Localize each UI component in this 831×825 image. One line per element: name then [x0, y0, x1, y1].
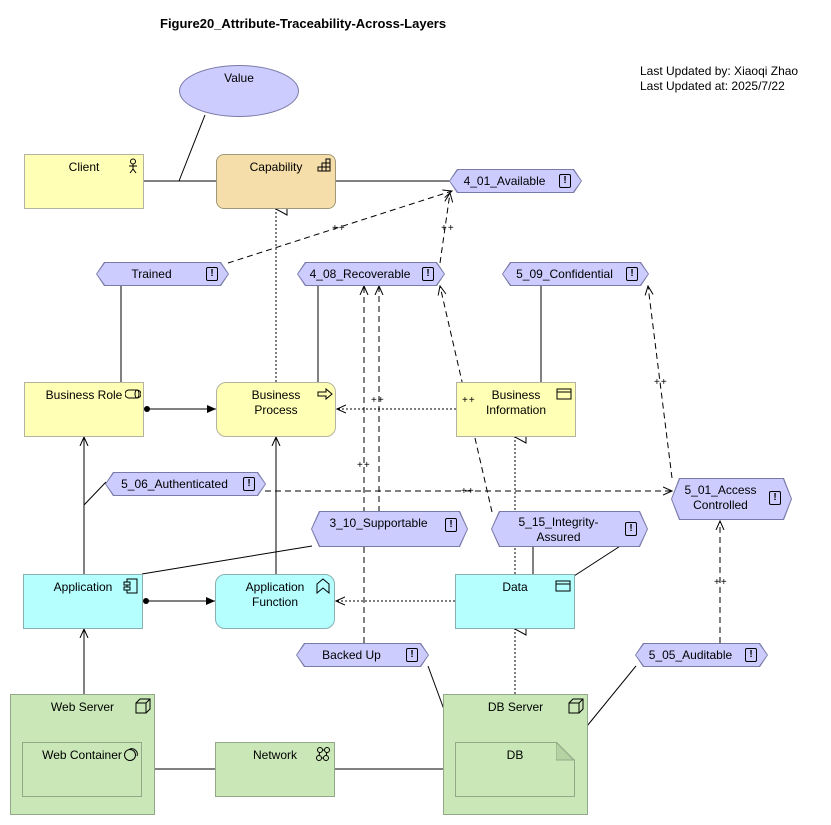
business-information-label-2: Information	[485, 403, 547, 417]
application-function-label-2: Function	[251, 595, 299, 609]
artifact-fold-icon	[556, 742, 575, 761]
requirement-supportable-label: 3_10_Supportable	[329, 516, 428, 530]
requirement-available-label: 4_01_Available	[463, 174, 546, 188]
client-label: Client	[68, 160, 100, 174]
requirement-icon: !	[745, 648, 757, 662]
network-icon	[315, 746, 331, 762]
association-lines	[83, 114, 646, 770]
web-container-label: Web Container	[42, 748, 122, 762]
data-label: Data	[502, 580, 528, 594]
requirement-confidential[interactable]: 5_09_Confidential !	[503, 263, 648, 285]
component-icon	[123, 578, 139, 594]
assoc-authenticated-app	[83, 481, 107, 506]
requirement-authenticated[interactable]: 5_06_Authenticated !	[106, 473, 265, 495]
diagram-title: Figure20_Attribute-Traceability-Across-L…	[160, 16, 447, 31]
influence-label: ++	[332, 223, 346, 234]
requirement-authenticated-label: 5_06_Authenticated	[121, 477, 228, 491]
requirement-icon: !	[206, 267, 218, 281]
process-arrow-icon	[317, 386, 333, 402]
business-information[interactable]: Business Information	[456, 382, 576, 437]
business-object-icon	[556, 386, 572, 402]
business-role[interactable]: Business Role	[24, 382, 144, 437]
influence-recoverable-available	[439, 193, 450, 264]
influence-label: ++	[462, 395, 476, 406]
business-process-label-2: Process	[254, 403, 298, 417]
requirement-confidential-label: 5_09_Confidential	[516, 267, 613, 281]
value-element[interactable]: Value	[179, 65, 299, 117]
application-function-label-1: Application	[245, 580, 305, 594]
db-artifact[interactable]: DB	[455, 742, 575, 797]
requirement-auditable-label: 5_05_Auditable	[648, 648, 733, 662]
data-object-icon	[555, 578, 571, 594]
network-label: Network	[252, 748, 297, 762]
db-server-label: DB Server	[487, 700, 544, 714]
business-process[interactable]: Business Process	[216, 382, 336, 437]
requirement-icon: !	[626, 267, 638, 281]
actor-icon	[125, 158, 141, 174]
function-icon	[315, 578, 331, 594]
business-process-label-1: Business	[251, 388, 301, 402]
requirement-backed-up[interactable]: Backed Up !	[297, 644, 428, 666]
requirement-icon: !	[559, 174, 571, 188]
requirement-integrity-assured[interactable]: 5_15_Integrity- Assured !	[492, 512, 647, 546]
access-lines	[336, 409, 456, 601]
requirement-access-controlled-label-2: Controlled	[693, 498, 748, 512]
requirement-supportable[interactable]: 3_10_Supportable !	[312, 512, 467, 546]
value-label: Value	[224, 71, 254, 85]
client-actor[interactable]: Client	[24, 154, 144, 209]
last-updated-by: Last Updated by: Xiaoqi Zhao	[640, 64, 799, 78]
realization-lines	[276, 209, 515, 694]
assoc-value-client	[178, 114, 206, 182]
application-label: Application	[53, 580, 113, 594]
node-icon	[135, 698, 151, 714]
db-label: DB	[506, 748, 524, 762]
data-object[interactable]: Data	[455, 574, 575, 629]
influence-label: ++	[371, 395, 385, 406]
influence-label: ++	[441, 223, 455, 234]
assoc-supportable-app	[141, 545, 313, 575]
requirement-integrity-label-1: 5_15_Integrity-	[518, 515, 599, 529]
node-icon	[568, 698, 584, 714]
network-element[interactable]: Network	[215, 742, 335, 797]
requirement-icon: !	[406, 648, 418, 662]
capability-icon	[316, 158, 332, 174]
system-software-icon	[123, 746, 139, 762]
application-component[interactable]: Application	[23, 574, 143, 629]
requirement-recoverable[interactable]: 4_08_Recoverable !	[298, 263, 444, 285]
requirement-backed-up-label: Backed Up	[322, 648, 381, 662]
capability-label: Capability	[249, 160, 303, 174]
requirement-integrity-label-2: Assured	[536, 530, 581, 544]
influence-label: ++	[461, 486, 475, 497]
influence-label: ++	[654, 377, 668, 388]
influence-label: ++	[357, 460, 371, 471]
requirement-trained-label: Trained	[131, 267, 172, 281]
requirement-icon: !	[243, 477, 255, 491]
requirement-trained[interactable]: Trained !	[97, 263, 228, 285]
requirement-icon: !	[769, 491, 781, 505]
influence-label: ++	[714, 577, 728, 588]
requirement-access-controlled-label-1: 5_01_Access	[684, 483, 757, 497]
last-updated-at: Last Updated at: 2025/7/22	[640, 79, 785, 93]
requirement-icon: !	[422, 267, 434, 281]
requirement-access-controlled[interactable]: 5_01_Access Controlled !	[672, 479, 791, 519]
capability-element[interactable]: Capability	[216, 154, 336, 209]
business-information-label-1: Business	[491, 388, 541, 402]
influence-access-confidential	[648, 286, 673, 479]
requirement-recoverable-label: 4_08_Recoverable	[309, 267, 411, 281]
role-icon	[125, 386, 141, 402]
business-role-label: Business Role	[45, 388, 123, 402]
web-container[interactable]: Web Container	[22, 742, 142, 797]
requirement-available[interactable]: 4_01_Available !	[450, 170, 581, 192]
application-function[interactable]: Application Function	[215, 574, 335, 629]
web-server-label: Web Server	[50, 700, 115, 714]
requirement-auditable[interactable]: 5_05_Auditable !	[636, 644, 767, 666]
requirement-icon: !	[625, 522, 637, 536]
serving-lines	[84, 405, 276, 694]
requirement-icon: !	[445, 518, 457, 532]
